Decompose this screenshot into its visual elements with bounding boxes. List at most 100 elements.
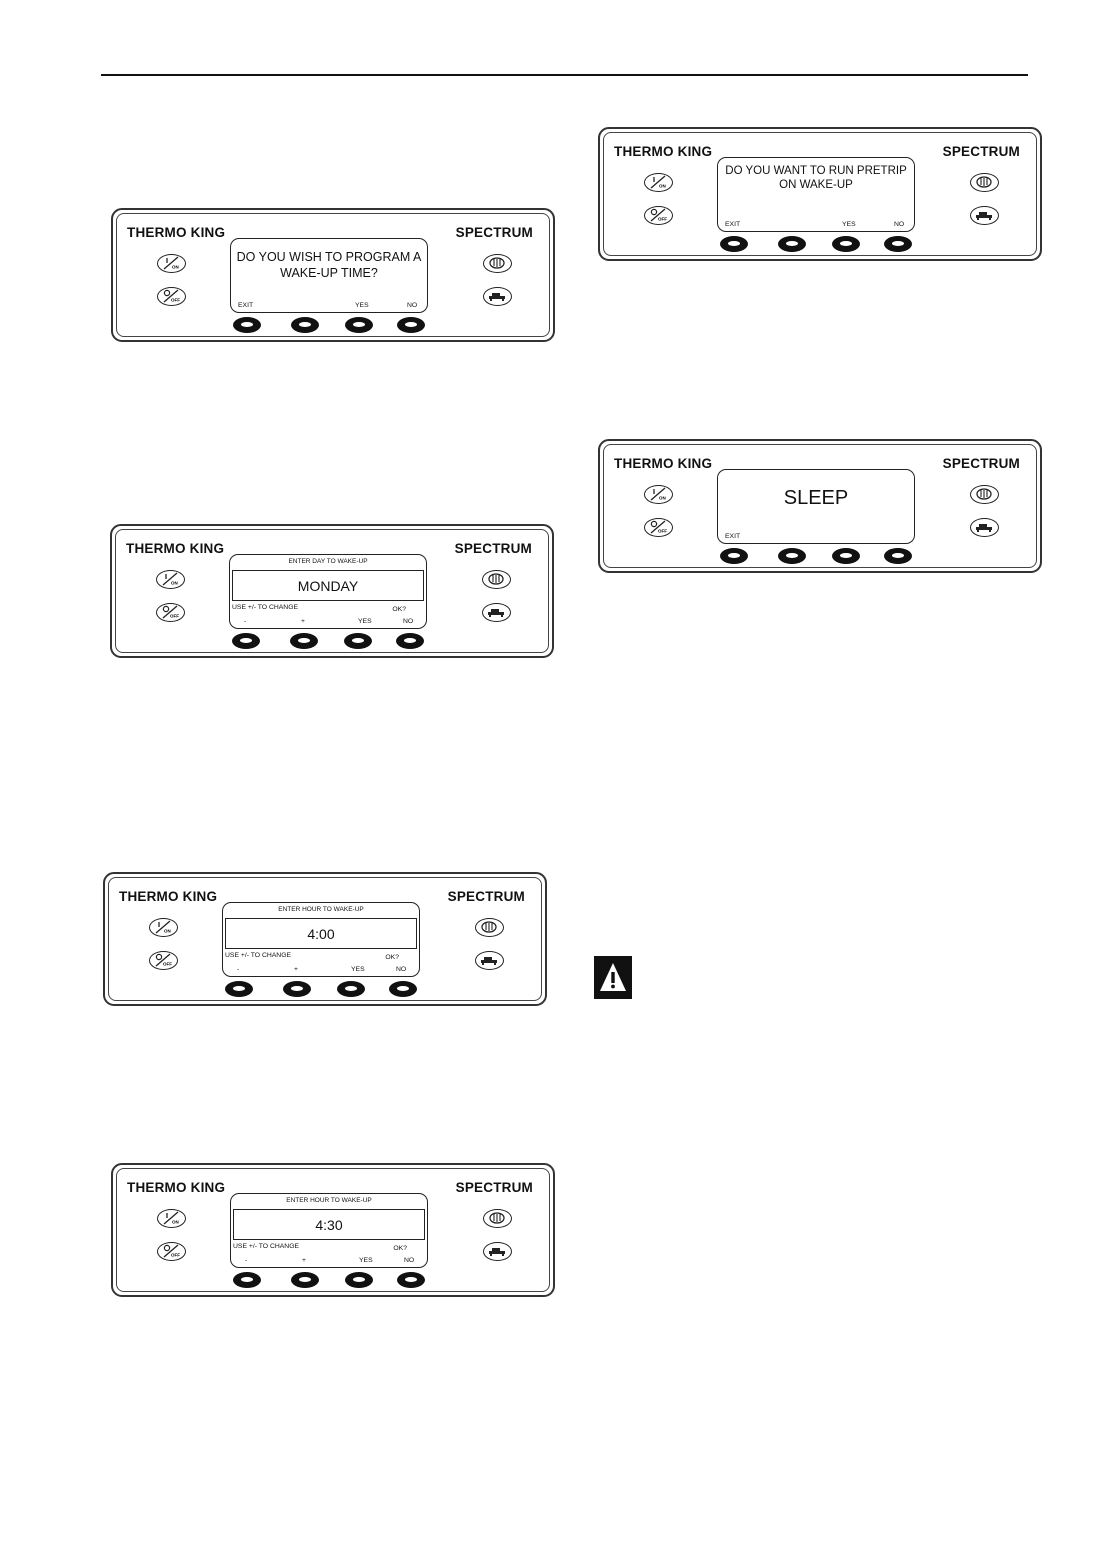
- soft-key-1[interactable]: [233, 1272, 261, 1288]
- soft-key-1[interactable]: [232, 633, 260, 649]
- off-key[interactable]: OFF: [157, 287, 186, 306]
- defrost-icon: [976, 176, 992, 188]
- model-label: SPECTRUM: [942, 456, 1020, 471]
- defrost-icon: [488, 573, 504, 585]
- soft-key-3[interactable]: [345, 1272, 373, 1288]
- soft-key-4[interactable]: [396, 633, 424, 649]
- display-screen: DO YOU WISH TO PROGRAM A WAKE-UP TIME? E…: [230, 238, 428, 313]
- display-message: SLEEP: [783, 487, 849, 509]
- soft-key-4[interactable]: [397, 317, 425, 333]
- model-label: SPECTRUM: [454, 541, 532, 556]
- power-on-icon: ON: [155, 920, 171, 934]
- soft-key-2[interactable]: [778, 236, 806, 252]
- sleep-key[interactable]: [970, 518, 999, 537]
- sleep-key[interactable]: [483, 287, 512, 306]
- controller-panel-pretrip-prompt: THERMO KING SPECTRUM ON OFF DO YOU WANT …: [598, 127, 1042, 261]
- soft-key-2[interactable]: [283, 981, 311, 997]
- power-on-icon: ON: [650, 487, 666, 501]
- svg-text:OFF: OFF: [658, 217, 667, 222]
- on-key[interactable]: ON: [157, 1209, 186, 1228]
- defrost-icon: [489, 1212, 505, 1224]
- softkey-label-3: YES: [358, 618, 372, 625]
- controller-panel-sleep: THERMO KING SPECTRUM ON OFF SLEEP EXIT: [598, 439, 1042, 573]
- soft-key-2[interactable]: [291, 1272, 319, 1288]
- soft-key-4[interactable]: [884, 236, 912, 252]
- power-off-icon: OFF: [155, 953, 172, 967]
- soft-key-3[interactable]: [337, 981, 365, 997]
- defrost-key[interactable]: [970, 173, 999, 192]
- sleep-mode-icon: [488, 609, 504, 617]
- display-value: MONDAY: [232, 570, 424, 601]
- brand-label: THERMO KING: [614, 456, 713, 471]
- svg-text:OFF: OFF: [170, 614, 179, 619]
- softkey-label-3: YES: [351, 966, 365, 973]
- defrost-key[interactable]: [482, 570, 511, 589]
- power-off-icon: OFF: [162, 605, 179, 619]
- soft-key-4[interactable]: [389, 981, 417, 997]
- off-key[interactable]: OFF: [644, 518, 673, 537]
- softkey-label-2: +: [301, 618, 305, 625]
- controller-panel-wakeup-hour-changed: THERMO KING SPECTRUM ON OFF ENTER HOUR T…: [111, 1163, 555, 1297]
- display-message: DO YOU WISH TO PROGRAM A WAKE-UP TIME?: [236, 250, 422, 280]
- defrost-key[interactable]: [970, 485, 999, 504]
- defrost-key[interactable]: [475, 918, 504, 937]
- off-key[interactable]: OFF: [156, 603, 185, 622]
- softkey-label-2: +: [294, 966, 298, 973]
- defrost-icon: [976, 488, 992, 500]
- svg-text:OFF: OFF: [171, 1253, 180, 1258]
- soft-key-4[interactable]: [397, 1272, 425, 1288]
- defrost-key[interactable]: [483, 254, 512, 273]
- soft-key-2[interactable]: [290, 633, 318, 649]
- soft-key-1[interactable]: [720, 548, 748, 564]
- model-label: SPECTRUM: [942, 144, 1020, 159]
- brand-label: THERMO KING: [126, 541, 225, 556]
- soft-key-2[interactable]: [291, 317, 319, 333]
- sleep-key[interactable]: [483, 1242, 512, 1261]
- on-key[interactable]: ON: [157, 254, 186, 273]
- power-on-icon: ON: [163, 1211, 179, 1225]
- softkey-label-1: -: [245, 1257, 248, 1264]
- off-key[interactable]: OFF: [644, 206, 673, 225]
- soft-key-3[interactable]: [832, 236, 860, 252]
- softkey-label-4: NO: [404, 1257, 415, 1264]
- soft-key-3[interactable]: [344, 633, 372, 649]
- soft-key-1[interactable]: [225, 981, 253, 997]
- display-header: ENTER DAY TO WAKE-UP: [288, 558, 368, 565]
- header-rule: [101, 74, 1028, 76]
- softkey-label-1: -: [244, 618, 247, 625]
- sleep-key[interactable]: [475, 951, 504, 970]
- svg-text:ON: ON: [659, 496, 666, 501]
- softkey-label-1: -: [237, 966, 240, 973]
- softkey-label-2: +: [302, 1257, 306, 1264]
- controller-panel-wakeup-day: THERMO KING SPECTRUM ON OFF ENTER DAY TO…: [110, 524, 554, 658]
- svg-text:ON: ON: [172, 1220, 179, 1225]
- softkey-label-4: NO: [407, 302, 418, 309]
- brand-label: THERMO KING: [127, 1180, 226, 1195]
- sleep-key[interactable]: [482, 603, 511, 622]
- off-key[interactable]: OFF: [157, 1242, 186, 1261]
- soft-key-3[interactable]: [345, 317, 373, 333]
- soft-key-2[interactable]: [778, 548, 806, 564]
- off-key[interactable]: OFF: [149, 951, 178, 970]
- soft-key-1[interactable]: [720, 236, 748, 252]
- sleep-key[interactable]: [970, 206, 999, 225]
- svg-text:ON: ON: [171, 581, 178, 586]
- on-key[interactable]: ON: [156, 570, 185, 589]
- display-ok-prompt: OK?: [393, 1245, 407, 1252]
- display-hint: USE +/- TO CHANGE: [232, 604, 299, 611]
- on-key[interactable]: ON: [644, 173, 673, 192]
- softkey-label-4: NO: [396, 966, 407, 973]
- on-key[interactable]: ON: [644, 485, 673, 504]
- softkey-label-3: YES: [842, 221, 856, 228]
- defrost-icon: [489, 257, 505, 269]
- softkey-label-3: YES: [359, 1257, 373, 1264]
- soft-key-3[interactable]: [832, 548, 860, 564]
- sleep-mode-icon: [489, 1248, 505, 1256]
- display-ok-prompt: OK?: [392, 606, 406, 613]
- defrost-key[interactable]: [483, 1209, 512, 1228]
- on-key[interactable]: ON: [149, 918, 178, 937]
- softkey-label-4: NO: [403, 618, 414, 625]
- soft-key-1[interactable]: [233, 317, 261, 333]
- display-screen: ENTER HOUR TO WAKE-UP 4:30 USE +/- TO CH…: [230, 1193, 428, 1268]
- soft-key-4[interactable]: [884, 548, 912, 564]
